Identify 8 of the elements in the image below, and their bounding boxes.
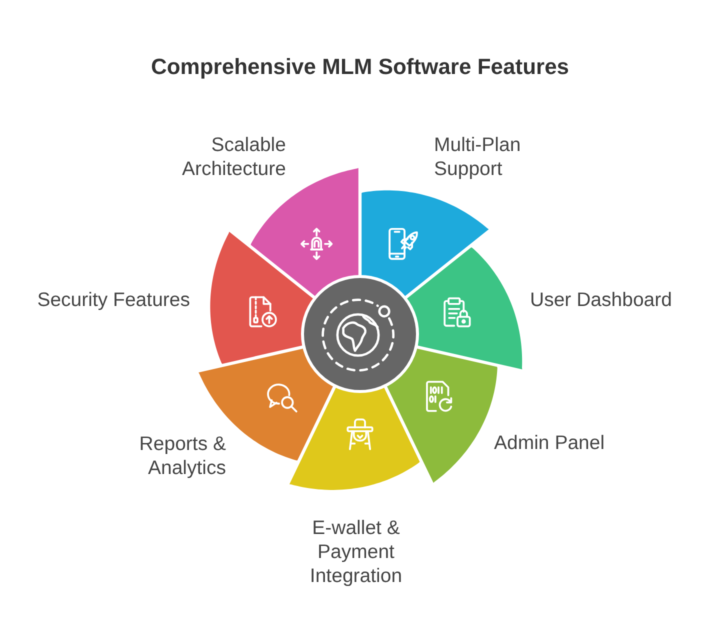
feature-label: E-wallet & Payment Integration [309, 516, 403, 588]
feature-label: Scalable Architecture [180, 132, 286, 180]
feature-label: Multi-Plan Support [434, 132, 522, 180]
feature-label: User Dashboard [530, 288, 673, 312]
feature-label: Security Features [36, 288, 190, 312]
diagram-title: Comprehensive MLM Software Features [150, 54, 570, 80]
feature-label: Reports & Analytics [138, 432, 226, 480]
feature-label: Admin Panel [494, 430, 606, 454]
